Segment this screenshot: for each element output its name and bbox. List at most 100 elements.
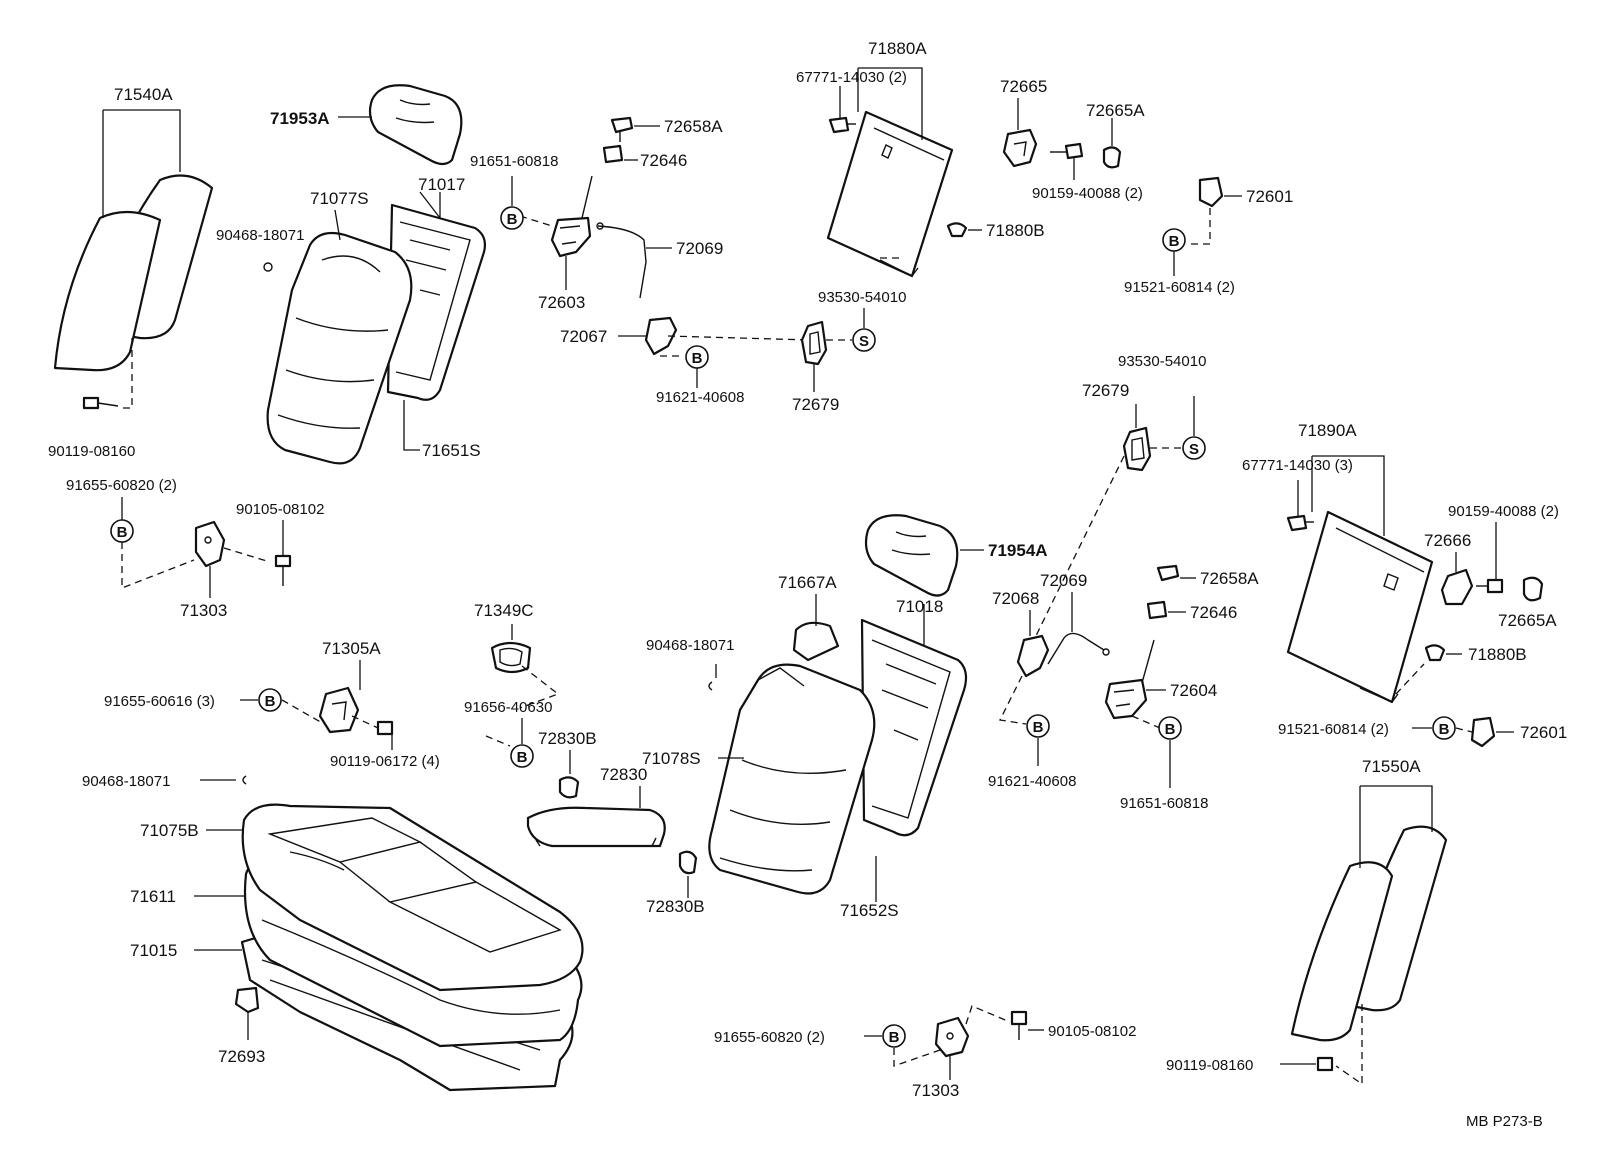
knob-72658A-b[interactable] [1156, 564, 1180, 582]
clip-90468-18071-b[interactable] [242, 775, 247, 785]
trim-71349C[interactable] [490, 641, 532, 674]
seatback-frame-71018[interactable] [860, 618, 968, 837]
striker-72067-group [618, 316, 811, 388]
bezel-72646-a[interactable] [602, 144, 624, 164]
label-90468-18071-a: 90468-18071 [216, 227, 304, 244]
label-71611: 71611 [130, 887, 176, 906]
nut-72665A-a[interactable] [1102, 146, 1122, 169]
label-72646-a: 72646 [640, 151, 687, 170]
label-72646-b: 72646 [1190, 603, 1237, 622]
label-90119-08160-a: 90119-08160 [48, 443, 135, 460]
hinge-71303-b[interactable] [934, 1016, 970, 1058]
clip-72693[interactable] [234, 986, 260, 1014]
bolt-90159-40088-a[interactable] [1050, 142, 1084, 160]
bracket-72666[interactable] [1440, 568, 1474, 606]
label-71018: 71018 [896, 597, 943, 616]
label-71880A: 71880A [868, 39, 927, 58]
headrest-71953A[interactable] [338, 84, 463, 166]
label-71880B-b: 71880B [1468, 645, 1527, 664]
cover-72679-b[interactable] [1122, 426, 1152, 472]
bracket-72665[interactable] [1002, 128, 1038, 168]
label-90105-08102-a: 90105-08102 [236, 501, 324, 518]
lock-72603-group [500, 116, 672, 299]
label-91621-40608-b: 91621-40608 [988, 773, 1076, 790]
label-71652S: 71652S [840, 901, 899, 920]
seatback-side-left-inner[interactable] [53, 210, 162, 372]
clip-71880B-a[interactable] [946, 222, 968, 238]
hinge-71305A-group [200, 660, 394, 785]
label-72601-b: 72601 [1520, 723, 1567, 742]
label-72830: 72830 [600, 765, 647, 784]
label-72069-a: 72069 [676, 239, 723, 258]
label-93530-54010-a: 93530-54010 [818, 289, 906, 306]
label-67771-14030-b: 67771-14030 (3) [1242, 457, 1353, 474]
hook-72601-a-group [1162, 176, 1242, 276]
bolt-90105-08102-a[interactable] [274, 554, 292, 586]
seatback-side-left-group [53, 109, 214, 410]
lock-assembly-72604[interactable] [1104, 678, 1148, 720]
label-72604: 72604 [1170, 681, 1217, 700]
cap-72830B-a[interactable] [558, 776, 580, 799]
back-board-71880A[interactable] [826, 110, 954, 278]
seatback-frame-71017[interactable] [386, 203, 487, 401]
nut-72665A-b[interactable] [1522, 576, 1544, 602]
bolt-90119-06172[interactable] [376, 720, 394, 736]
marker-s-2: S [1189, 441, 1199, 458]
seatback-cover-71078S[interactable] [708, 663, 876, 895]
label-91651-60818-b: 91651-60818 [1120, 795, 1208, 812]
cable-72069-b[interactable] [1047, 632, 1110, 665]
label-71303-a: 71303 [180, 601, 227, 620]
label-71954A: 71954A [988, 541, 1048, 560]
label-67771-14030-a: 67771-14030 (2) [796, 69, 907, 86]
label-91651-60818-a: 91651-60818 [470, 153, 558, 170]
seatback-side-right-inner[interactable] [1290, 861, 1394, 1042]
headrest-71954A[interactable] [864, 514, 984, 597]
hinge-71303-a[interactable] [194, 520, 226, 568]
cover-72679-a[interactable] [800, 320, 828, 366]
seatback-left-assembly [263, 191, 487, 465]
clip-67771-14030-b[interactable] [1286, 514, 1314, 532]
label-71077S: 71077S [310, 189, 369, 208]
label-72830B-b: 72830B [646, 897, 705, 916]
label-90105-08102-b: 90105-08102 [1048, 1023, 1136, 1040]
board-71880A-group [826, 67, 982, 278]
label-72068: 72068 [992, 589, 1039, 608]
label-72658A-a: 72658A [664, 117, 723, 136]
knob-72658A-a[interactable] [610, 116, 634, 142]
bolt-90119-08160-a[interactable] [82, 396, 119, 410]
label-71303-b: 71303 [912, 1081, 959, 1100]
hook-72601-a[interactable] [1198, 176, 1224, 208]
label-90468-18071-c: 90468-18071 [646, 637, 734, 654]
clip-71880B-b[interactable] [1424, 644, 1446, 662]
marker-b-5: B [265, 693, 276, 710]
clip-67771-14030-a[interactable] [828, 116, 856, 134]
hinge-71305A[interactable] [318, 686, 360, 734]
bracket-72665-group [1002, 98, 1122, 180]
label-71953A: 71953A [270, 109, 330, 128]
headrest-guide-71667A[interactable] [792, 621, 840, 662]
label-91621-40608-a: 91621-40608 [656, 389, 744, 406]
clip-90468-18071-c[interactable] [708, 681, 713, 691]
marker-b-3: B [1169, 233, 1180, 250]
striker-72068[interactable] [1016, 634, 1050, 678]
label-72665A-a: 72665A [1086, 101, 1145, 120]
label-72601-a: 72601 [1246, 187, 1293, 206]
striker-72067[interactable] [644, 316, 678, 356]
hook-72601-b[interactable] [1470, 716, 1496, 748]
seatback-side-right-group [1280, 785, 1448, 1086]
armrest-72830[interactable] [526, 806, 666, 848]
lock-assembly-72603[interactable] [550, 216, 592, 258]
label-71651S: 71651S [422, 441, 481, 460]
cap-72830B-b[interactable] [678, 850, 698, 875]
label-71540A: 71540A [114, 85, 173, 104]
marker-b-9: B [1439, 721, 1450, 738]
bolt-90105-08102-b[interactable] [1010, 1010, 1028, 1040]
cable-72069-a[interactable] [596, 222, 647, 299]
diagram-code: MB P273-B [1466, 1113, 1543, 1130]
seatback-right-assembly [708, 594, 968, 902]
seatback-cover-71077S[interactable] [266, 231, 413, 465]
bezel-72646-b[interactable] [1146, 600, 1168, 620]
label-71017: 71017 [418, 175, 465, 194]
bolt-90119-08160-b[interactable] [1316, 1056, 1334, 1072]
bolt-90159-40088-b[interactable] [1476, 578, 1504, 594]
